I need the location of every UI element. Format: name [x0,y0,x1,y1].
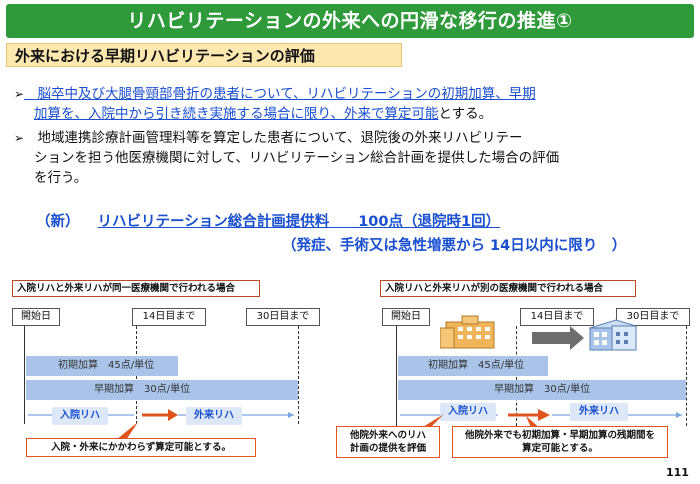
right-day30-line [686,326,687,426]
bullet-2: ➢ 地域連携診療計画管理料等を算定した患者について、退院後の外来リハビリテー シ… [14,128,690,188]
right-note-right-line1: 他院外来でも初期加算・早期加算の残期間を [464,430,655,441]
right-early-bar: 初期加算 45点/単位 [398,356,548,376]
right-day14-label: 14日目まで [520,308,594,326]
left-long-bar: 早期加算 30点/単位 [26,380,298,400]
left-outpatient-label: 外来リハ [186,407,242,425]
left-note-pointer [116,422,138,440]
transfer-arrow-icon [532,326,584,350]
bullet-1-line2: 加算を、入院中から引き続き実施する場合に限り、外来で算定可能 [34,106,439,122]
bullet-2-marker: ➢ [14,131,25,145]
right-outpatient-label: 外来リハ [570,403,628,421]
new-item-condition: （発症、手術又は急性増悪から 14日以内に限り ） [282,238,627,254]
page-number: 111 [666,466,689,479]
section-heading: 外来における早期リハビリテーションの評価 [15,47,315,65]
hospital-building-icon [440,315,495,349]
bullet-2-line3: を行う。 [34,170,88,186]
left-start-label: 開始日 [12,308,60,326]
new-item-line: （新） リハビリテーション総合計画提供料 100点（退院時1回） [36,210,500,231]
section-heading-box: 外来における早期リハビリテーションの評価 [6,43,402,67]
page-title: リハビリテーションの外来への円滑な移行の推進① [127,10,573,32]
right-diagram-title: 入院リハと外来リハが別の医療機関で行われる場合 [380,280,636,297]
bullet-2-line2: ションを担う他医療機関に対して、リハビリテーション総合計画を提供した場合の評価 [34,150,560,166]
right-start-line [396,326,397,426]
clinic-building-icon [588,319,638,351]
right-note-left-line1: 他院外来へのリハ [349,430,426,441]
bullet-1-line2-tail: とする。 [438,106,493,122]
right-inpatient-label: 入院リハ [440,403,496,421]
right-note-right-line2: 算定可能とする。 [522,443,598,454]
right-note-left-line2: 計画の提供を評価 [349,443,426,454]
left-note: 入院・外来にかかわらず算定可能とする。 [26,438,256,457]
bullet-1-line1: 脳卒中及び大腿骨頸部骨折の患者について、リハビリテーションの初期加算、早期 [24,86,536,102]
left-diagram-title: 入院リハと外来リハが同一医療機関で行われる場合 [12,280,260,297]
new-item-tag: （新） [36,214,80,230]
right-start-label: 開始日 [382,308,430,326]
left-early-bar: 初期加算 45点/単位 [26,356,178,376]
right-day14-line [516,326,517,426]
right-note-left: 他院外来へのリハ 計画の提供を評価 [336,426,440,458]
right-long-bar: 早期加算 30点/単位 [398,380,686,400]
left-day30-label: 30日目まで [246,308,320,326]
bullet-1: ➢ 脳卒中及び大腿骨頸部骨折の患者について、リハビリテーションの初期加算、早期 … [14,84,690,124]
new-item-name: リハビリテーション総合計画提供料 100点（退院時1回） [97,214,501,230]
left-day30-line [298,326,299,424]
title-bar: リハビリテーションの外来への円滑な移行の推進① [6,4,694,38]
left-inpatient-label: 入院リハ [52,407,108,425]
right-note-right: 他院外来でも初期加算・早期加算の残期間を 算定可能とする。 [452,426,668,458]
bullet-1-marker: ➢ [14,87,25,101]
right-day30-label: 30日目まで [616,308,690,326]
left-day14-label: 14日目まで [132,308,206,326]
left-start-line [24,326,25,424]
bullet-2-line1: 地域連携診療計画管理料等を算定した患者について、退院後の外来リハビリテー [24,130,523,146]
